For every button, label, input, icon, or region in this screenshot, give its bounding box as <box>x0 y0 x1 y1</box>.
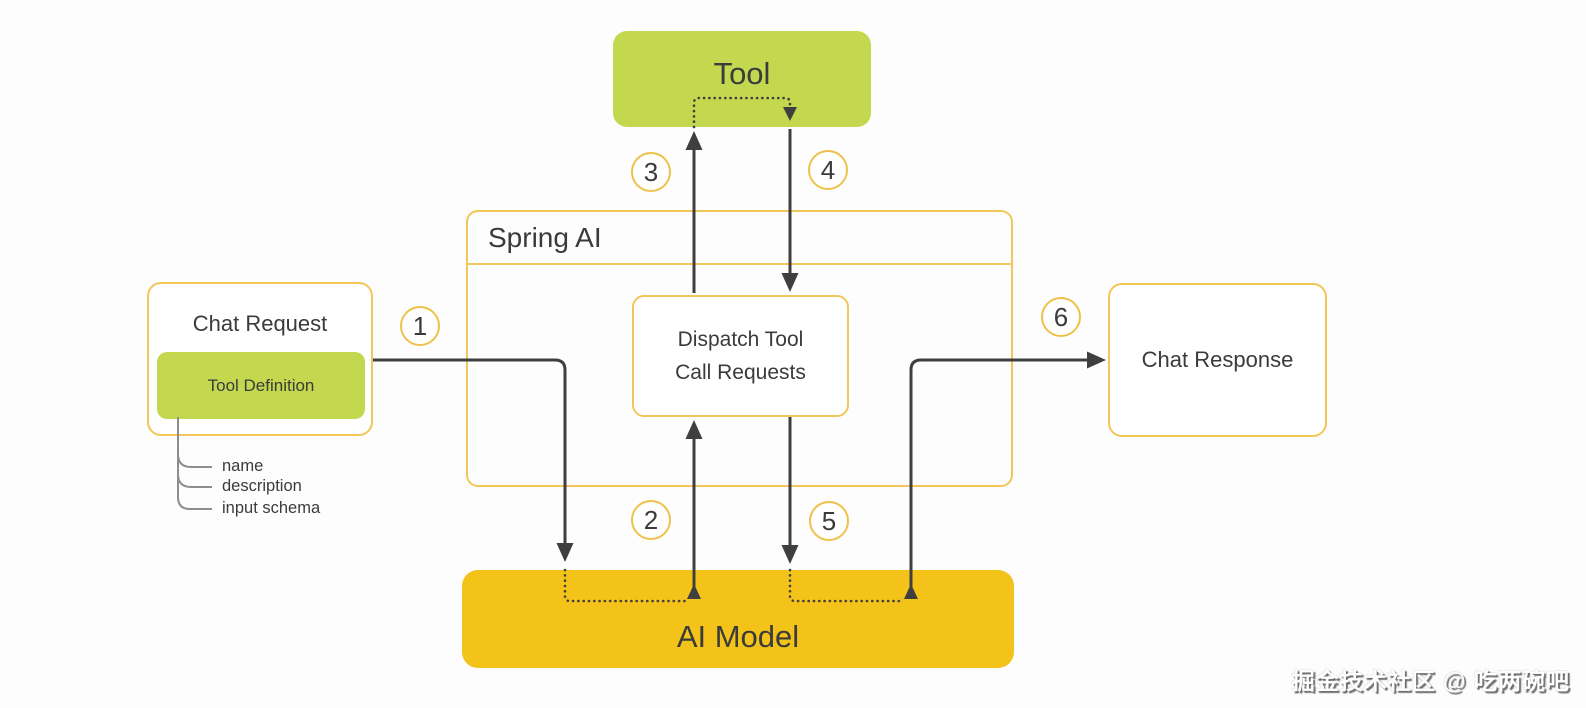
field-label-input-schema: input schema <box>222 499 321 517</box>
step-circle-2: 2 <box>631 500 671 540</box>
arrowhead-1-down <box>556 543 574 562</box>
chat-request-label: Chat Request <box>192 311 328 336</box>
step-circle-5: 5 <box>809 501 849 541</box>
spring-ai-title: Spring AI <box>468 212 1011 265</box>
tool-definition-badge: Tool Definition <box>157 352 365 419</box>
arrowhead-3-up <box>685 131 703 150</box>
arrowhead-6-right <box>1087 351 1106 369</box>
field-label-description: description <box>222 477 302 495</box>
tool-node: Tool <box>613 31 871 127</box>
arrowhead-5-down <box>781 545 799 564</box>
dispatch-tool-call-node: Dispatch Tool Call Requests <box>632 295 849 417</box>
watermark: 掘金技术社区 @ 吃两碗吧 <box>1291 668 1570 694</box>
step-circle-4: 4 <box>808 150 848 190</box>
chat-request-node: Chat Request Tool Definition <box>147 282 373 436</box>
step-circle-1: 1 <box>400 306 440 346</box>
chat-response-node: Chat Response <box>1108 283 1327 437</box>
field-label-name: name <box>222 457 264 475</box>
spring-ai-container: Spring AI <box>466 210 1013 487</box>
step-circle-3: 3 <box>631 152 671 192</box>
ai-model-node: AI Model <box>462 570 1014 668</box>
step-circle-6: 6 <box>1041 297 1081 337</box>
